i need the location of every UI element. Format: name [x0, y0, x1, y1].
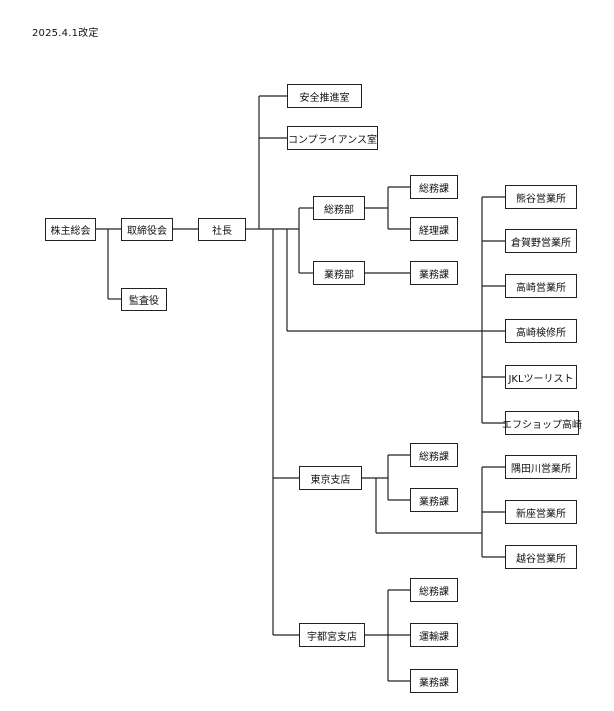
node-shareholders-meeting: 株主総会 [45, 218, 96, 241]
node-bd-section-business: 業務課 [410, 261, 458, 285]
node-utsunomiya-branch: 宇都宮支店 [299, 623, 365, 647]
node-kuragano-office: 倉賀野営業所 [505, 229, 577, 253]
node-koshigaya-office: 越谷営業所 [505, 545, 577, 569]
node-president: 社長 [198, 218, 246, 241]
node-general-affairs-dept: 総務部 [313, 196, 365, 220]
node-utsu-section-business: 業務課 [410, 669, 458, 693]
node-utsu-section-general: 総務課 [410, 578, 458, 602]
node-compliance-office: コンプライアンス室 [287, 126, 378, 150]
node-sumidagawa-office: 隅田川営業所 [505, 455, 577, 479]
node-niiza-office: 新座営業所 [505, 500, 577, 524]
revision-date: 2025.4.1改定 [32, 28, 99, 39]
node-takasaki-depot: 高崎検修所 [505, 319, 577, 343]
node-tokyo-section-general: 総務課 [410, 443, 458, 467]
node-ga-section-general: 総務課 [410, 175, 458, 199]
node-kumagaya-office: 熊谷営業所 [505, 185, 577, 209]
node-safety-office: 安全推進室 [287, 84, 362, 108]
node-utsu-section-transport: 運輸課 [410, 623, 458, 647]
node-business-dept: 業務部 [313, 261, 365, 285]
node-jkl-tourist: JKLツーリスト [505, 365, 577, 389]
node-board: 取締役会 [121, 218, 173, 241]
node-auditor: 監査役 [121, 288, 167, 311]
node-f-shop-takasaki: エフショップ高崎 [502, 411, 582, 435]
node-tokyo-branch: 東京支店 [299, 466, 362, 490]
node-takasaki-office: 高崎営業所 [505, 274, 577, 298]
node-tokyo-section-business: 業務課 [410, 488, 458, 512]
node-ga-section-accounting: 経理課 [410, 217, 458, 241]
